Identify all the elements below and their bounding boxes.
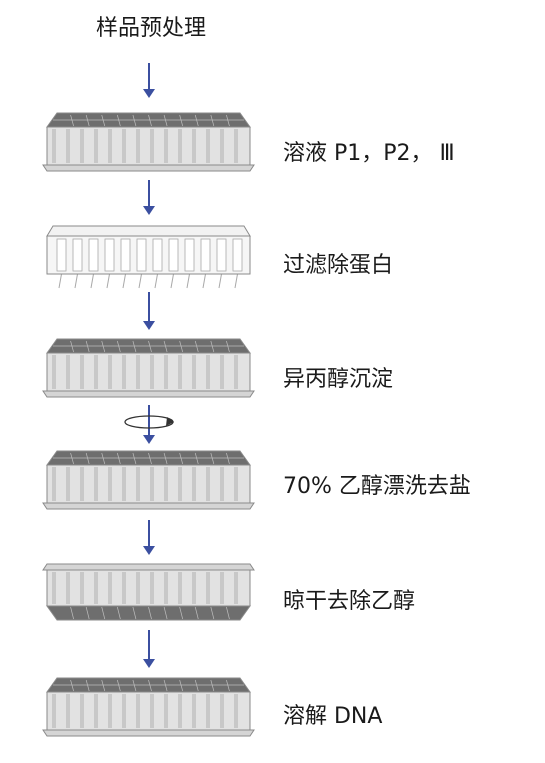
step-label-5: 晾干去除乙醇: [283, 589, 416, 614]
step-label-2: 过滤除蛋白: [283, 253, 394, 278]
workflow-title: 样品预处理: [95, 16, 206, 41]
plate-1: [42, 112, 255, 172]
step-label-6: 溶解 DNA: [283, 704, 383, 729]
flow-arrow-1: [143, 63, 155, 98]
step-label-4: 70% 乙醇漂洗去盐: [283, 474, 471, 499]
plate-6: [42, 677, 255, 737]
plate-4: [42, 450, 255, 510]
plate-5: [42, 563, 255, 621]
flow-arrow-4: [143, 520, 155, 555]
plate-2: [46, 225, 251, 289]
flow-arrow-3: [143, 292, 155, 330]
step-label-1: 溶液 P1，P2， Ⅲ: [283, 141, 455, 166]
step-label-3: 异丙醇沉淀: [283, 367, 394, 392]
flow-arrow-2: [143, 180, 155, 215]
plate-3: [42, 338, 255, 398]
flow-arrow-5: [143, 630, 155, 668]
centrifuge-arrow: [124, 405, 174, 444]
